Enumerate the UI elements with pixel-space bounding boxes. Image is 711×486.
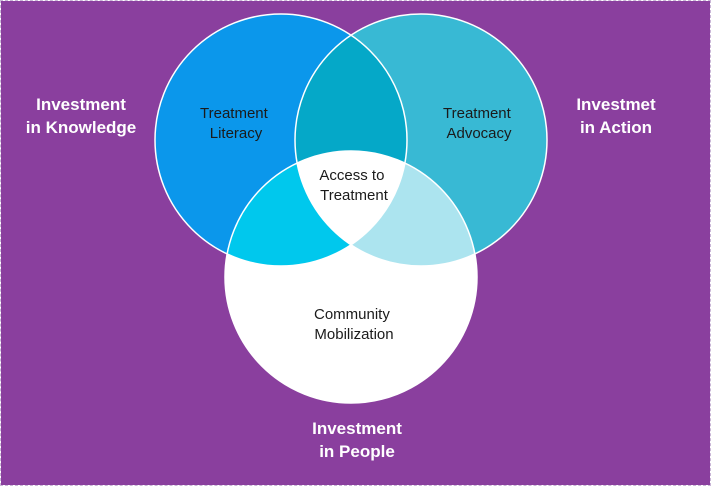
action-circle-label: Treatment Advocacy xyxy=(443,105,515,142)
label-knowledge-line1: Investment xyxy=(36,95,126,114)
action-circle-line2: Advocacy xyxy=(446,125,512,142)
overlap-knowledge-people xyxy=(225,151,407,266)
label-people-line1: Investment xyxy=(312,419,402,438)
knowledge-circle-line2: Literacy xyxy=(210,125,263,142)
knowledge-circle-line1: Treatment xyxy=(200,105,269,122)
knowledge-circle-label: Treatment Literacy xyxy=(200,105,272,142)
label-people-line2: in People xyxy=(319,442,395,461)
outline-people xyxy=(224,150,478,404)
label-knowledge-line2: in Knowledge xyxy=(25,118,137,137)
label-investment-in-action: Investmet in Action xyxy=(561,93,671,139)
label-investment-in-people: Investment in People xyxy=(291,417,423,463)
label-action-line2: in Action xyxy=(579,118,653,137)
people-circle-line2: Mobilization xyxy=(314,326,393,343)
center-label: Access to Treatment xyxy=(319,167,388,204)
overlap-action-people xyxy=(295,151,477,266)
action-circle-line1: Treatment xyxy=(443,105,512,122)
label-investment-in-knowledge: Investment in Knowledge xyxy=(17,93,145,139)
label-action-line1: Investmet xyxy=(576,95,656,114)
people-circle-label: Community Mobilization xyxy=(314,306,394,343)
people-circle-line1: Community xyxy=(314,306,390,323)
center-line1: Access to xyxy=(319,167,384,184)
outline-knowledge xyxy=(154,13,408,267)
outline-action xyxy=(294,13,548,267)
center-line2: Treatment xyxy=(320,187,389,204)
